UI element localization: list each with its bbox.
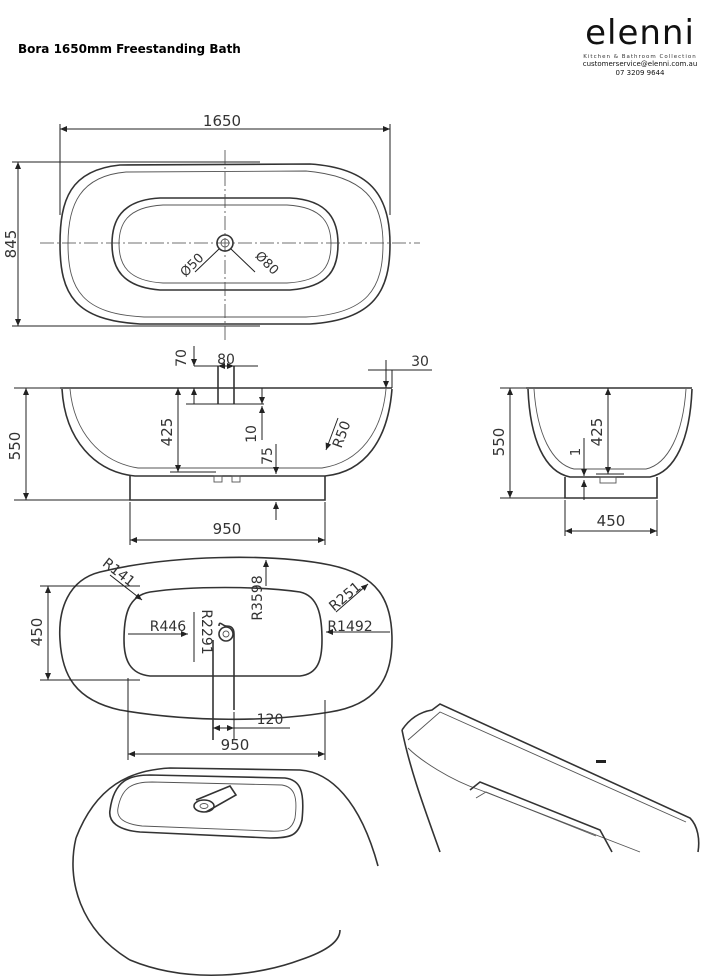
waste-offset-label: 80 bbox=[217, 352, 235, 368]
end-step-label: 1 bbox=[569, 448, 584, 456]
perspective-side bbox=[401, 703, 700, 853]
plan-view: 450 R141 R446 R2291 R3598 R251 R1492 120… bbox=[28, 555, 393, 760]
top-radius-label: R3598 bbox=[250, 575, 266, 620]
brand-tagline: Kitchen & Bathroom Collection bbox=[583, 54, 697, 60]
side-view: 80 70 30 550 425 10 75 R50 bbox=[6, 346, 432, 545]
top-width-label: 845 bbox=[2, 230, 20, 259]
plan-width-label: 450 bbox=[28, 618, 46, 647]
curve-radius-label: R2291 bbox=[198, 609, 214, 654]
side-depth-label: 425 bbox=[158, 418, 176, 447]
inner-radius-label: R446 bbox=[150, 619, 187, 635]
plan-base-length-label: 950 bbox=[221, 736, 250, 754]
waste-height-label: 70 bbox=[174, 349, 190, 367]
end-height-label: 550 bbox=[490, 428, 508, 457]
outlet-diameter-label: Ø80 bbox=[252, 249, 282, 279]
drain-width-label: 120 bbox=[257, 712, 284, 728]
brand-block: elenni Kitchen & Bathroom Collection cus… bbox=[580, 14, 700, 78]
page-title: Bora 1650mm Freestanding Bath bbox=[18, 42, 241, 56]
side-base-length-label: 950 bbox=[213, 520, 242, 538]
rim-thickness-label: 30 bbox=[411, 354, 429, 370]
contact-phone[interactable]: 07 3209 9644 bbox=[615, 69, 665, 77]
end-view: 550 425 1 450 bbox=[490, 387, 693, 536]
outer-corner-radius-label: R251 bbox=[326, 579, 364, 615]
corner-radius-label: R141 bbox=[99, 555, 138, 590]
waste-diameter-label: Ø50 bbox=[178, 251, 208, 281]
edge-radius-label: R50 bbox=[330, 419, 354, 450]
side-height-label: 550 bbox=[6, 432, 24, 461]
base-height-label: 75 bbox=[260, 447, 276, 465]
end-depth-label: 425 bbox=[588, 418, 606, 447]
brand-logo: elenni bbox=[585, 13, 695, 53]
waste-drop-label: 10 bbox=[244, 425, 260, 443]
end-width-label: 450 bbox=[597, 512, 626, 530]
perspective-front bbox=[72, 767, 379, 977]
contact-email[interactable]: customerservice@elenni.com.au bbox=[582, 60, 698, 68]
top-length-label: 1650 bbox=[203, 112, 241, 130]
top-view: 1650 845 Ø50 Ø80 bbox=[2, 112, 420, 340]
side-radius-label: R1492 bbox=[327, 619, 372, 635]
